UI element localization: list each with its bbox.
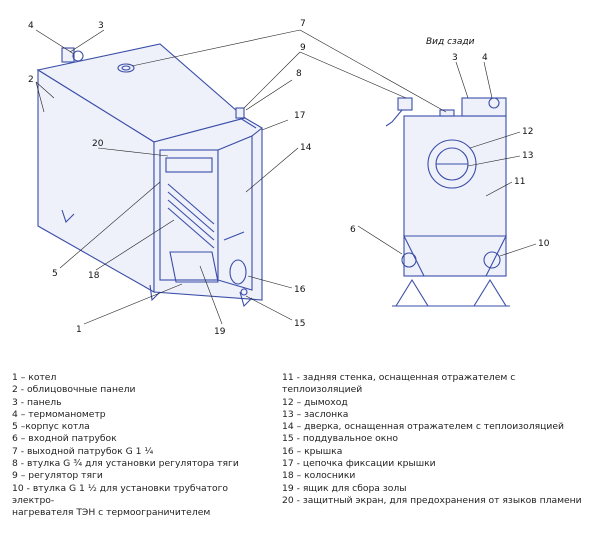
protective-screen: [165, 157, 213, 173]
rear-foot-right: [473, 278, 507, 307]
legend-item: 19 - ящик для сбора золы: [282, 482, 407, 494]
draft-regulator: [235, 107, 245, 119]
view-title: Вид сзади: [426, 37, 475, 47]
legend-item: 5 –корпус котла: [12, 421, 90, 433]
callout-6: 6: [350, 225, 356, 235]
thermomanometer-icon: [72, 50, 84, 62]
rear-foot-left: [395, 278, 429, 307]
callout-8: 8: [296, 69, 302, 79]
legend-item: 17 - цепочка фиксации крышки: [282, 458, 436, 470]
boiler-rear-view: [385, 97, 510, 307]
callout-20: 20: [92, 139, 104, 149]
callout-18: 18: [88, 271, 100, 281]
callout-13: 13: [522, 151, 533, 161]
legend-item: 9 – регулятор тяги: [12, 470, 103, 482]
callout-5: 5: [52, 269, 58, 279]
blow-window-cover: [229, 259, 247, 285]
callout-12: 12: [522, 127, 533, 137]
legend-item: 12 – дымоход: [282, 396, 348, 408]
callout-11: 11: [514, 177, 525, 187]
callout-19: 19: [214, 327, 226, 337]
rear-wall: [403, 115, 507, 277]
legend-item: 11 - задняя стенка, оснащенная отражател…: [282, 372, 516, 396]
callout-3-rear: 3: [452, 53, 458, 63]
heater-sleeve: [483, 251, 501, 269]
boiler-feet: [61, 209, 253, 308]
callout-3: 3: [98, 21, 104, 31]
legend-item: 8 - втулка G ¾ для установки регулятора …: [12, 458, 239, 470]
legend-left-column: 1 – котел 2 - облицовочные панели 3 - па…: [12, 372, 270, 520]
callout-15: 15: [294, 319, 305, 329]
callout-4-rear: 4: [482, 53, 488, 63]
boiler-diagram: 4 3 2 20 5 18 1 19 16 15 14 17 7 9 8 Вид…: [28, 19, 550, 337]
callout-14: 14: [300, 143, 312, 153]
leader-lines: [35, 29, 537, 325]
legend-item: 18 – колосники: [282, 470, 356, 482]
chimney: [427, 139, 477, 189]
callout-2: 2: [28, 75, 34, 85]
legend-item: 15 - поддувальное окно: [282, 433, 398, 445]
legend-item: 4 – термоманометр: [12, 408, 106, 420]
rear-panel: [461, 97, 507, 117]
legend-item: 10 - втулка G 1 ½ для установки трубчато…: [12, 482, 229, 519]
rear-draft-regulator: [397, 97, 413, 111]
legend-item: 3 - панель: [12, 396, 62, 408]
grate-bars: [167, 183, 215, 249]
legend-right-column: 11 - задняя стенка, оснащенная отражател…: [282, 372, 594, 507]
callout-9: 9: [300, 43, 306, 53]
callout-10: 10: [538, 239, 550, 249]
blow-window: [240, 288, 248, 296]
legend-item: 20 - защитный экран, для предохранения о…: [282, 494, 582, 506]
legend-item: 1 – котел: [12, 372, 57, 383]
boiler-front-view: [36, 43, 263, 308]
legend-item: 13 – заслонка: [282, 408, 349, 420]
callout-4: 4: [28, 21, 34, 31]
ash-box: [169, 251, 219, 283]
boiler-door: [217, 135, 253, 291]
legend-item: 16 – крышка: [282, 445, 343, 457]
inlet-pipe: [401, 252, 417, 268]
legend: 1 – котел 2 - облицовочные панели 3 - па…: [0, 364, 600, 533]
legend-item: 7 - выходной патрубок G 1 ¼: [12, 445, 154, 457]
legend-item: 14 – дверка, оснащенная отражателем с те…: [282, 421, 565, 433]
callout-16: 16: [294, 285, 306, 295]
callout-labels: 4 3 2 20 5 18 1 19 16 15 14 17 7 9 8 Вид…: [28, 19, 550, 337]
callout-17: 17: [294, 111, 305, 121]
callout-7: 7: [300, 19, 306, 29]
rear-thermometer-icon: [488, 97, 500, 109]
legend-item: 6 – входной патрубок: [12, 433, 117, 445]
outlet-pipe: [117, 63, 135, 73]
callout-1: 1: [76, 325, 82, 335]
legend-item: 2 - облицовочные панели: [12, 384, 136, 396]
